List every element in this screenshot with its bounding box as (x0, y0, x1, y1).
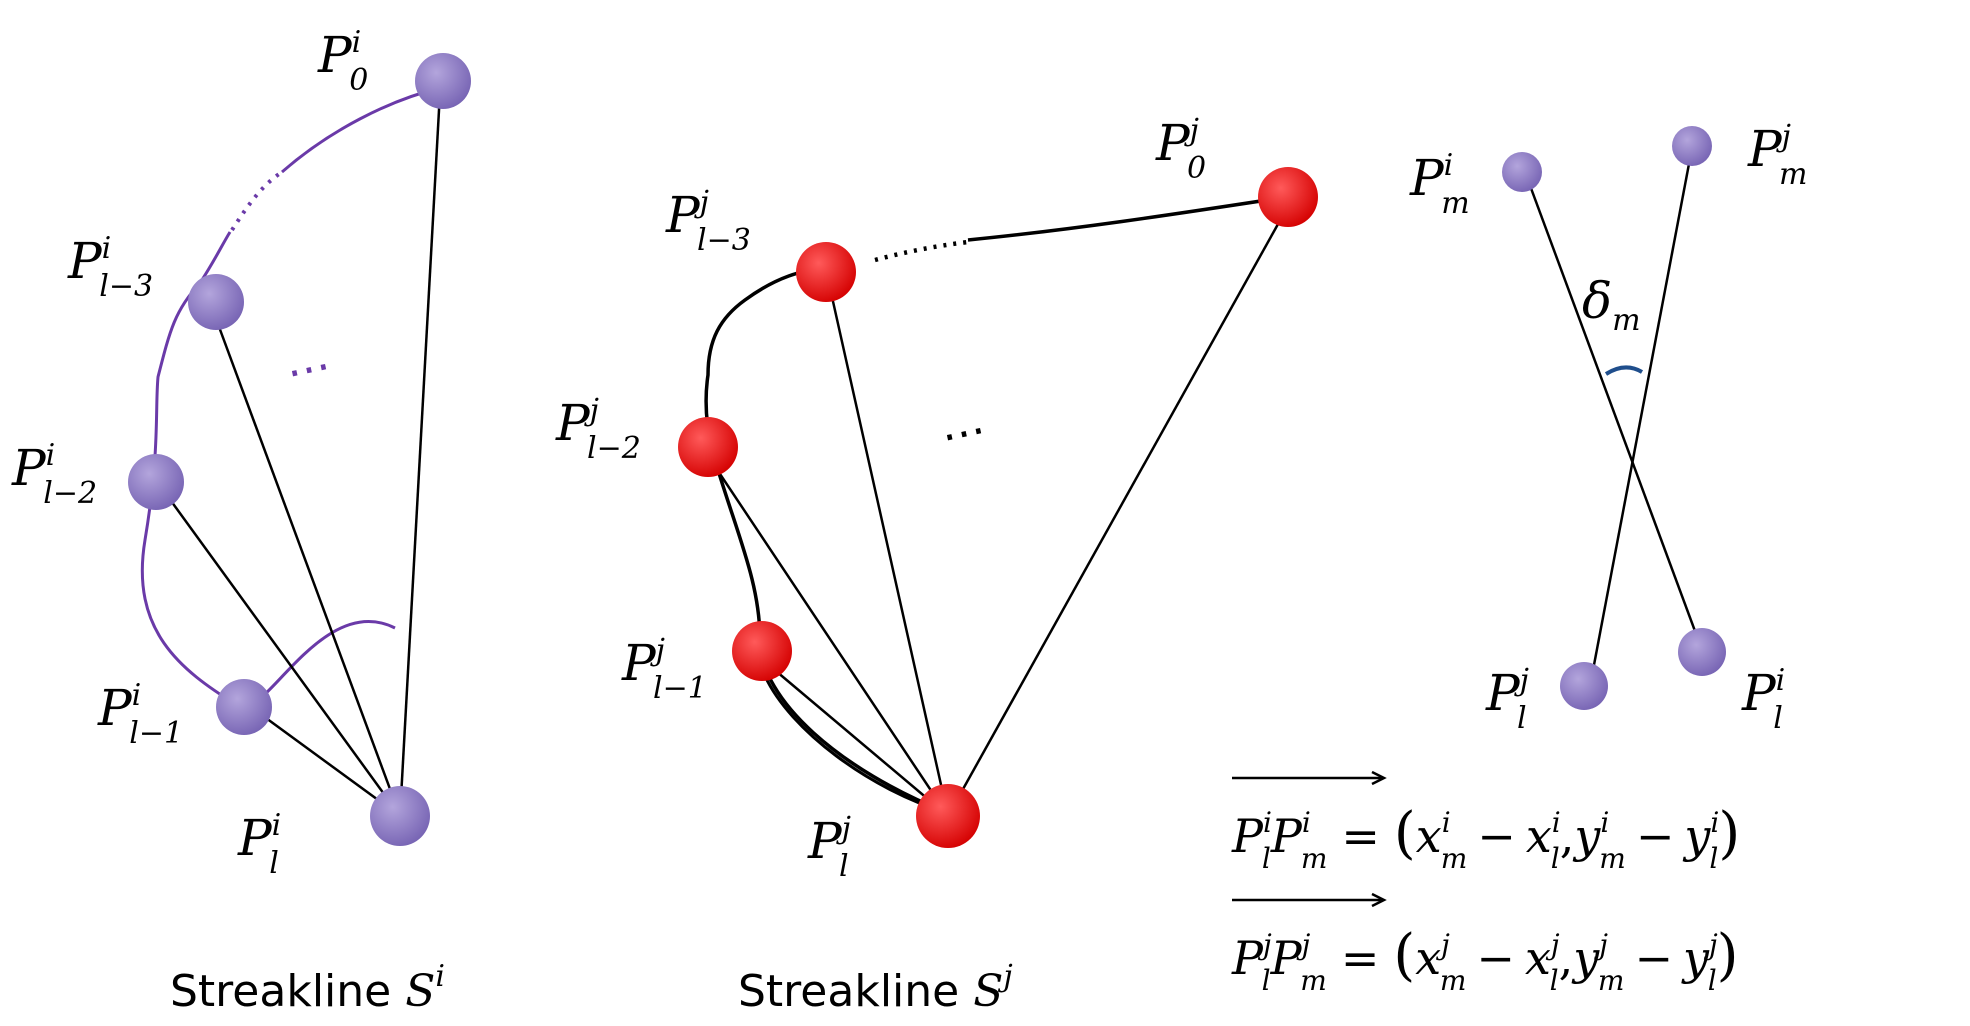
vector-overline-head (1371, 770, 1387, 786)
point-pm-j (1672, 126, 1712, 166)
caption-streakline-j: Streakline Sj (738, 959, 1013, 1017)
vector-arrow (830, 288, 950, 817)
streakline-j-curve-top (967, 195, 1288, 242)
streakline-j-curve (704, 268, 949, 815)
point-pl-i (370, 786, 430, 846)
caption-streakline-i: Streakline Si (170, 959, 445, 1017)
label-delta-m: δm (1582, 272, 1641, 338)
vector-arrow (215, 316, 402, 817)
point-pl3-i (188, 274, 244, 330)
vector-arrow (712, 462, 950, 817)
vector-arrow (398, 92, 440, 817)
point-p0-i (415, 53, 471, 109)
angle-arc (1604, 365, 1644, 376)
vector-arrow (770, 666, 949, 817)
point-p0-j (1258, 167, 1318, 227)
point-pl2-j (678, 417, 738, 477)
point-pl1-i (216, 679, 272, 735)
point-pl3-j (796, 242, 856, 302)
vector-arrow (1525, 172, 1704, 651)
vector-arrow (166, 494, 402, 817)
streakline-i-curve-dotted (230, 170, 284, 232)
vector-arrow (946, 208, 1289, 817)
point-pl1-j (732, 621, 792, 681)
streakline-j-ellipsis: ⋯ (937, 404, 991, 463)
point-pl-j (916, 784, 980, 848)
streakline-j-curve-lower (763, 675, 949, 815)
point-pm-i (1502, 152, 1542, 192)
streakline-i-curve-top (281, 86, 441, 174)
point-pl2-i (128, 454, 184, 510)
point-pl-j-small (1560, 662, 1608, 710)
streakline-j-curve-dotted (874, 239, 969, 263)
vector-arrow (1588, 148, 1692, 687)
point-pl-i-small (1678, 628, 1726, 676)
vector-overline-head (1371, 892, 1387, 908)
streakline-i-ellipsis: ⋯ (282, 340, 336, 399)
